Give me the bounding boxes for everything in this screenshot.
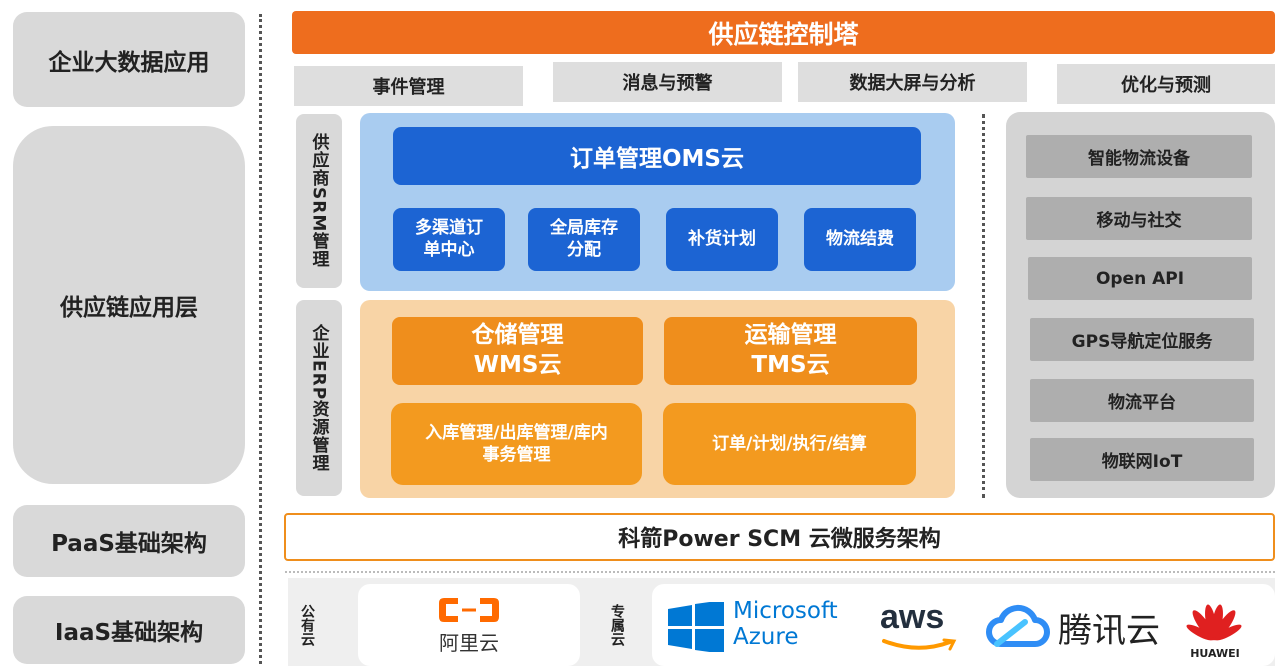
right-divider bbox=[982, 114, 985, 498]
tms-detail-box: 订单/计划/执行/结算 bbox=[663, 403, 916, 485]
layer-app: 供应链应用层 bbox=[13, 126, 245, 484]
left-divider bbox=[259, 14, 262, 664]
oms-item-line: 物流结费 bbox=[826, 228, 894, 249]
service-label: 物流平台 bbox=[1108, 393, 1176, 413]
tms-title-line2: TMS云 bbox=[751, 352, 830, 378]
windows-logo-icon bbox=[668, 602, 724, 652]
service-smart-logistics: 智能物流设备 bbox=[1026, 135, 1252, 178]
service-mobile-social: 移动与社交 bbox=[1026, 197, 1252, 240]
wms-title-box: 仓储管理 WMS云 bbox=[392, 317, 643, 385]
layer-paas: PaaS基础架构 bbox=[13, 505, 245, 577]
layer-app-label: 供应链应用层 bbox=[60, 295, 198, 321]
layer-big-data: 企业大数据应用 bbox=[13, 12, 245, 107]
layer-iaas-label: IaaS基础架构 bbox=[54, 620, 204, 646]
srm-side-label: 供应商SRM管理 bbox=[296, 114, 342, 288]
oms-title: 订单管理OMS云 bbox=[569, 146, 744, 172]
tencent-cloud-icon bbox=[986, 604, 1050, 647]
module-event: 事件管理 bbox=[294, 66, 523, 106]
azure-line1: Microsoft bbox=[733, 598, 838, 624]
oms-item-line: 补货计划 bbox=[688, 228, 756, 249]
tencent-text: 腾讯云 bbox=[1058, 610, 1160, 651]
oms-title-box: 订单管理OMS云 bbox=[393, 127, 921, 185]
private-cloud-text: 专属云 bbox=[609, 604, 625, 646]
tms-title-box: 运输管理 TMS云 bbox=[664, 317, 917, 385]
service-label: 物联网IoT bbox=[1101, 452, 1183, 472]
module-alert-label: 消息与预警 bbox=[622, 73, 713, 94]
aliyun-card: 阿里云 bbox=[358, 584, 580, 666]
module-alert: 消息与预警 bbox=[553, 62, 782, 102]
azure-line2: Azure bbox=[733, 624, 799, 650]
service-label: GPS导航定位服务 bbox=[1071, 332, 1213, 352]
module-event-label: 事件管理 bbox=[372, 77, 445, 98]
oms-item-line: 单中心 bbox=[423, 239, 475, 260]
layer-iaas: IaaS基础架构 bbox=[13, 596, 245, 664]
wms-detail-box: 入库管理/出库管理/库内 事务管理 bbox=[391, 403, 642, 485]
erp-text: 企业ERP资源管理 bbox=[308, 323, 329, 473]
oms-item-line: 全局库存 bbox=[550, 218, 618, 239]
oms-item-freight: 物流结费 bbox=[804, 208, 916, 271]
module-optimize: 优化与预测 bbox=[1057, 64, 1275, 104]
tencent-name: 腾讯云 bbox=[1054, 600, 1164, 654]
paas-bar: 科箭Power SCM 云微服务架构 bbox=[284, 513, 1275, 561]
aliyun-logo-icon bbox=[439, 597, 499, 622]
azure-text: Microsoft Azure bbox=[733, 598, 853, 654]
aws-smile-icon bbox=[882, 638, 957, 651]
private-cloud-card bbox=[652, 584, 1275, 666]
oms-item-multichannel: 多渠道订 单中心 bbox=[393, 208, 505, 271]
module-dashboard-label: 数据大屏与分析 bbox=[849, 73, 976, 94]
oms-item-line: 多渠道订 bbox=[415, 218, 483, 239]
control-tower-title: 供应链控制塔 bbox=[708, 19, 859, 49]
wms-title-line1: 仓储管理 bbox=[471, 322, 564, 349]
public-cloud-label: 公有云 bbox=[294, 592, 320, 658]
srm-text: 供应商SRM管理 bbox=[308, 133, 329, 269]
service-label: Open API bbox=[1095, 268, 1185, 289]
tms-title-line1: 运输管理 bbox=[744, 322, 837, 349]
layer-big-data-label: 企业大数据应用 bbox=[48, 49, 210, 76]
erp-side-label: 企业ERP资源管理 bbox=[296, 300, 342, 496]
private-cloud-label: 专属云 bbox=[604, 592, 630, 658]
aws-text: aws bbox=[880, 598, 945, 636]
oms-item-line: 分配 bbox=[567, 239, 601, 260]
aliyun-name: 阿里云 bbox=[439, 630, 499, 655]
aws-logo: aws bbox=[880, 598, 960, 654]
layer-paas-label: PaaS基础架构 bbox=[51, 531, 207, 557]
huawei-flower-icon bbox=[1186, 604, 1242, 641]
paas-bar-label: 科箭Power SCM 云微服务架构 bbox=[618, 527, 941, 552]
service-logistics-platform: 物流平台 bbox=[1030, 379, 1254, 422]
service-label: 移动与社交 bbox=[1096, 211, 1182, 231]
control-tower-banner: 供应链控制塔 bbox=[292, 11, 1275, 54]
service-iot: 物联网IoT bbox=[1030, 438, 1254, 481]
public-cloud-text: 公有云 bbox=[299, 604, 315, 646]
wms-detail-line2: 事务管理 bbox=[482, 445, 551, 465]
oms-item-replenish: 补货计划 bbox=[666, 208, 778, 271]
wms-title-line2: WMS云 bbox=[473, 352, 562, 378]
paas-iaas-divider bbox=[285, 571, 1275, 573]
service-open-api: Open API bbox=[1028, 257, 1252, 300]
module-dashboard: 数据大屏与分析 bbox=[798, 62, 1027, 102]
module-optimize-label: 优化与预测 bbox=[1121, 75, 1211, 96]
huawei-text: HUAWEI bbox=[1190, 646, 1240, 660]
huawei-name: HUAWEI bbox=[1180, 644, 1250, 662]
service-label: 智能物流设备 bbox=[1088, 149, 1190, 169]
service-gps: GPS导航定位服务 bbox=[1030, 318, 1254, 361]
tms-detail: 订单/计划/执行/结算 bbox=[712, 433, 867, 454]
oms-item-inventory: 全局库存 分配 bbox=[528, 208, 640, 271]
wms-detail-line1: 入库管理/出库管理/库内 bbox=[425, 422, 608, 443]
